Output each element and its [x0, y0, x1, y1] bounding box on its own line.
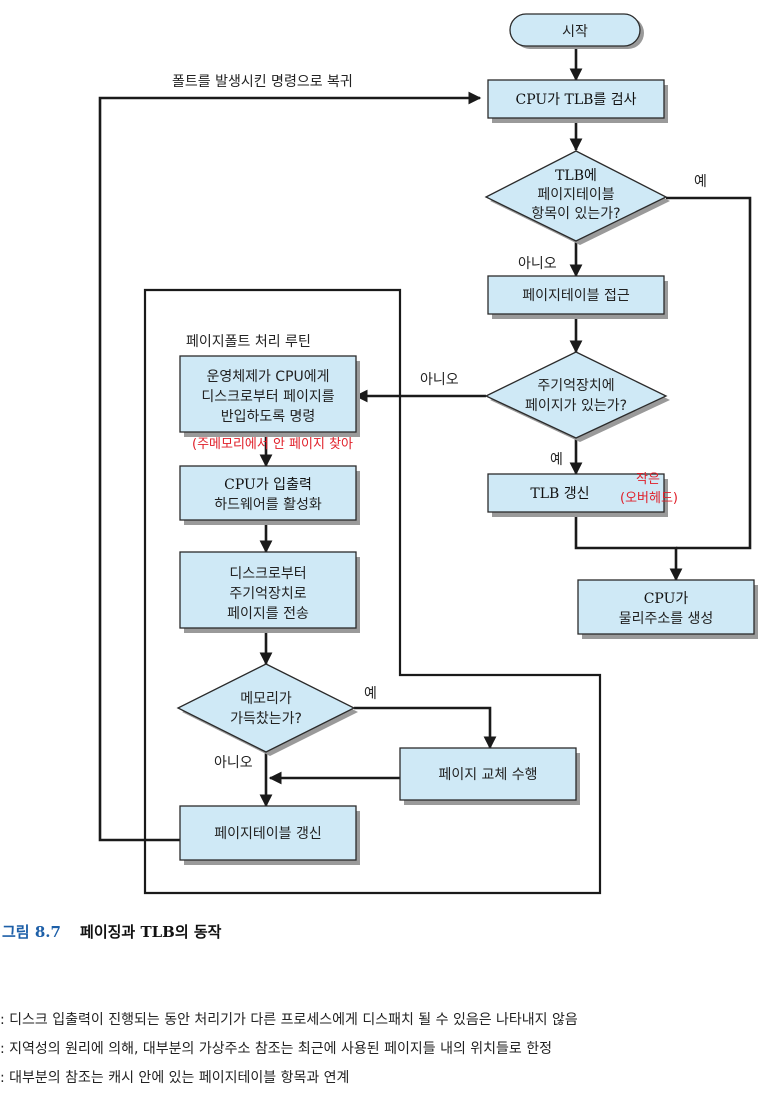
- phys-addr-node: CPU가 물리주소를 생성: [577, 579, 758, 639]
- svg-text:항목이 있는가?: 항목이 있는가?: [531, 206, 620, 222]
- tlb-update-node: TLB 갱신: [487, 473, 668, 517]
- svg-text:하드웨어를 활성화: 하드웨어를 활성화: [214, 497, 322, 513]
- no-mem-label: 아니오: [420, 372, 459, 388]
- figure-caption: 그림 8.7 페이징과 TLB의 동작: [2, 922, 222, 941]
- return-label: 폴트를 발생시킨 명령으로 복귀: [172, 74, 353, 90]
- svg-text:CPU가 입출력: CPU가 입출력: [224, 477, 312, 493]
- svg-text:페이지 교체 수행: 페이지 교체 수행: [438, 767, 537, 783]
- start-node: 시작: [509, 13, 644, 49]
- tlb-decision-node: TLB에 페이지테이블 항목이 있는가?: [484, 150, 670, 245]
- svg-text:반입하도록 명령: 반입하도록 명령: [221, 409, 316, 425]
- notes-list: : 디스크 입출력이 진행되는 동안 처리기가 다른 프로세스에게 디스패치 될…: [0, 1006, 768, 1093]
- svg-text:메모리가: 메모리가: [240, 691, 292, 707]
- svg-text:CPU가 TLB를 검사: CPU가 TLB를 검사: [515, 92, 636, 108]
- svg-text:TLB 갱신: TLB 갱신: [530, 486, 589, 502]
- yes-mem-label: 예: [550, 452, 563, 468]
- svg-text:물리주소를 생성: 물리주소를 생성: [619, 611, 714, 627]
- os-request-node: 운영체제가 CPU에게 디스크로부터 페이지를 반입하도록 명령: [179, 355, 360, 437]
- no-tlb-label: 아니오: [518, 256, 557, 272]
- io-activate-node: CPU가 입출력 하드웨어를 활성화: [179, 465, 360, 525]
- note-line-1: : 디스크 입출력이 진행되는 동안 처리기가 다른 프로세스에게 디스패치 될…: [0, 1012, 578, 1028]
- tlb-check-node: CPU가 TLB를 검사: [487, 79, 668, 123]
- red-annotation-2: 작은: [636, 472, 660, 487]
- svg-text:페이지를 전송: 페이지를 전송: [227, 606, 309, 622]
- transfer-node: 디스크로부터 주기억장치로 페이지를 전송: [179, 551, 360, 633]
- mem-decision-node: 주기억장치에 페이지가 있는가?: [484, 351, 670, 442]
- yes-full-label: 예: [364, 686, 377, 702]
- no-full-label: 아니오: [214, 755, 253, 771]
- red-annotation-3: (오버헤드): [620, 491, 678, 506]
- svg-text:페이지가 있는가?: 페이지가 있는가?: [525, 398, 627, 414]
- pt-access-node: 페이지테이블 접근: [487, 275, 668, 319]
- yes-tlb-label: 예: [694, 174, 707, 190]
- svg-text:주기억장치에: 주기억장치에: [537, 378, 614, 394]
- svg-text:페이지테이블 접근: 페이지테이블 접근: [522, 288, 630, 304]
- pt-update-node: 페이지테이블 갱신: [179, 805, 360, 865]
- svg-text:디스크로부터: 디스크로부터: [229, 566, 306, 582]
- svg-text:페이지테이블 갱신: 페이지테이블 갱신: [214, 826, 322, 842]
- red-annotation-1: (주메모리에서 안 페이지 찾아: [192, 437, 353, 452]
- replace-node: 페이지 교체 수행: [399, 747, 580, 805]
- routine-title: 페이지폴트 처리 루틴: [186, 334, 311, 350]
- svg-text:디스크로부터 페이지를: 디스크로부터 페이지를: [201, 389, 334, 405]
- svg-text:가득찼는가?: 가득찼는가?: [230, 711, 302, 727]
- svg-text:페이지테이블: 페이지테이블: [537, 187, 614, 203]
- svg-text:CPU가: CPU가: [644, 591, 689, 607]
- note-line-3: : 대부분의 참조는 캐시 안에 있는 페이지테이블 항목과 연계: [0, 1070, 350, 1086]
- svg-text:시작: 시작: [562, 24, 588, 40]
- svg-text:TLB에: TLB에: [555, 168, 597, 184]
- note-line-2: : 지역성의 원리에 의해, 대부분의 가상주소 참조는 최근에 사용된 페이지…: [0, 1041, 553, 1057]
- mem-full-decision-node: 메모리가 가득찼는가?: [176, 663, 358, 756]
- connectors: [98, 47, 752, 842]
- routine-frame: [143, 288, 602, 895]
- svg-text:운영체제가 CPU에게: 운영체제가 CPU에게: [206, 369, 329, 385]
- svg-text:주기억장치로: 주기억장치로: [229, 586, 306, 602]
